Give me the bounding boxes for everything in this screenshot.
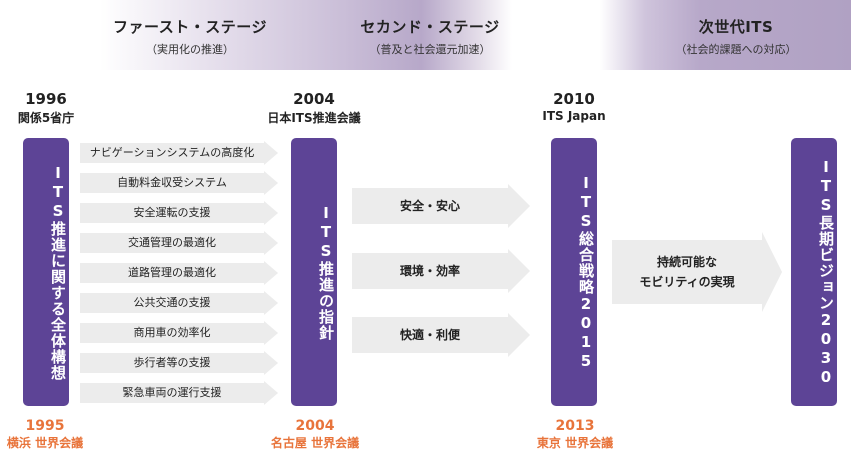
milestone-year: 1996 bbox=[25, 90, 67, 108]
sustainable-mobility-arrow: 持続可能な モビリティの実現 bbox=[612, 232, 782, 312]
milestone-year: 2010 bbox=[553, 90, 595, 108]
congress-year: 2004 bbox=[295, 418, 335, 434]
pillar-strategy-2015: ITS総合戦略2015 bbox=[551, 138, 597, 406]
congress-2004: 2004 名古屋 世界会議 bbox=[240, 418, 390, 451]
area-arrow: 緊急車両の運行支援 bbox=[80, 381, 278, 405]
area-arrow: 商用車の効率化 bbox=[80, 321, 278, 345]
area-label: 公共交通の支援 bbox=[133, 296, 211, 309]
stage-first-title: ファースト・ステージ bbox=[113, 18, 267, 36]
stage-first-subtitle: （実用化の推進） bbox=[146, 43, 234, 56]
pillar-label: ITS長期ビジョン2030 bbox=[817, 157, 835, 387]
area-arrow: 自動料金収受システム bbox=[80, 171, 278, 195]
area-label: 交通管理の最適化 bbox=[128, 236, 216, 249]
congress-year: 1995 bbox=[25, 418, 65, 434]
milestone-label: 日本ITS推進会議 bbox=[267, 111, 361, 125]
stage-next-gen-title: 次世代ITS bbox=[698, 18, 774, 36]
goal-label: 快適・利便 bbox=[399, 328, 460, 342]
sustainable-line-2: モビリティの実現 bbox=[639, 275, 735, 289]
stage-next-gen-subtitle: （社会的課題への対応） bbox=[675, 43, 797, 56]
milestone-1996: 1996 関係5省庁 bbox=[0, 90, 116, 126]
area-arrow: 安全運転の支援 bbox=[80, 201, 278, 225]
milestone-2010: 2010 ITS Japan bbox=[504, 90, 644, 123]
milestone-2004: 2004 日本ITS推進会議 bbox=[244, 90, 384, 126]
area-arrow: ナビゲーションシステムの高度化 bbox=[80, 141, 278, 165]
stage-second: セカンド・ステージ （普及と社会還元加速） bbox=[330, 16, 530, 57]
sustainable-line-1: 持続可能な bbox=[656, 255, 717, 269]
area-label: 安全運転の支援 bbox=[133, 206, 211, 219]
stage-second-title: セカンド・ステージ bbox=[360, 18, 500, 36]
area-label: 道路管理の最適化 bbox=[128, 266, 216, 279]
area-label: 緊急車両の運行支援 bbox=[122, 386, 222, 399]
milestone-label: ITS Japan bbox=[542, 109, 606, 123]
congress-label: 名古屋 世界会議 bbox=[270, 436, 360, 450]
area-label: 歩行者等の支援 bbox=[133, 356, 211, 369]
pillar-label: ITS推進に関する全体構想 bbox=[49, 163, 67, 381]
pillar-overall-concept: ITS推進に関する全体構想 bbox=[23, 138, 69, 406]
pillar-label: ITS推進の指針 bbox=[317, 203, 335, 341]
area-label: 商用車の効率化 bbox=[133, 326, 211, 339]
goal-label: 安全・安心 bbox=[399, 199, 460, 213]
goal-arrow-comfort: 快適・利便 bbox=[352, 313, 530, 357]
stage-second-subtitle: （普及と社会還元加速） bbox=[369, 43, 491, 56]
goal-arrow-safety: 安全・安心 bbox=[352, 184, 530, 228]
area-label: 自動料金収受システム bbox=[117, 176, 227, 189]
area-arrow: 公共交通の支援 bbox=[80, 291, 278, 315]
congress-label: 横浜 世界会議 bbox=[6, 436, 84, 450]
area-label: ナビゲーションシステムの高度化 bbox=[89, 146, 255, 159]
goal-arrow-environment: 環境・効率 bbox=[352, 249, 530, 293]
congress-label: 東京 世界会議 bbox=[536, 436, 614, 450]
congress-year: 2013 bbox=[555, 418, 595, 434]
pillar-label: ITS総合戦略2015 bbox=[577, 173, 595, 371]
area-arrow: 交通管理の最適化 bbox=[80, 231, 278, 255]
stage-first: ファースト・ステージ （実用化の推進） bbox=[90, 16, 290, 57]
goal-label: 環境・効率 bbox=[399, 264, 460, 278]
stage-band-first-second bbox=[100, 0, 512, 70]
stage-next-gen: 次世代ITS （社会的課題への対応） bbox=[636, 16, 836, 57]
milestone-year: 2004 bbox=[293, 90, 335, 108]
pillar-guideline: ITS推進の指針 bbox=[291, 138, 337, 406]
congress-2013: 2013 東京 世界会議 bbox=[500, 418, 650, 451]
pillar-vision-2030: ITS長期ビジョン2030 bbox=[791, 138, 837, 406]
stage-band-next-gen bbox=[600, 0, 851, 70]
area-arrow: 歩行者等の支援 bbox=[80, 351, 278, 375]
milestone-label: 関係5省庁 bbox=[17, 111, 75, 125]
congress-1995: 1995 横浜 世界会議 bbox=[0, 418, 120, 451]
area-arrow: 道路管理の最適化 bbox=[80, 261, 278, 285]
